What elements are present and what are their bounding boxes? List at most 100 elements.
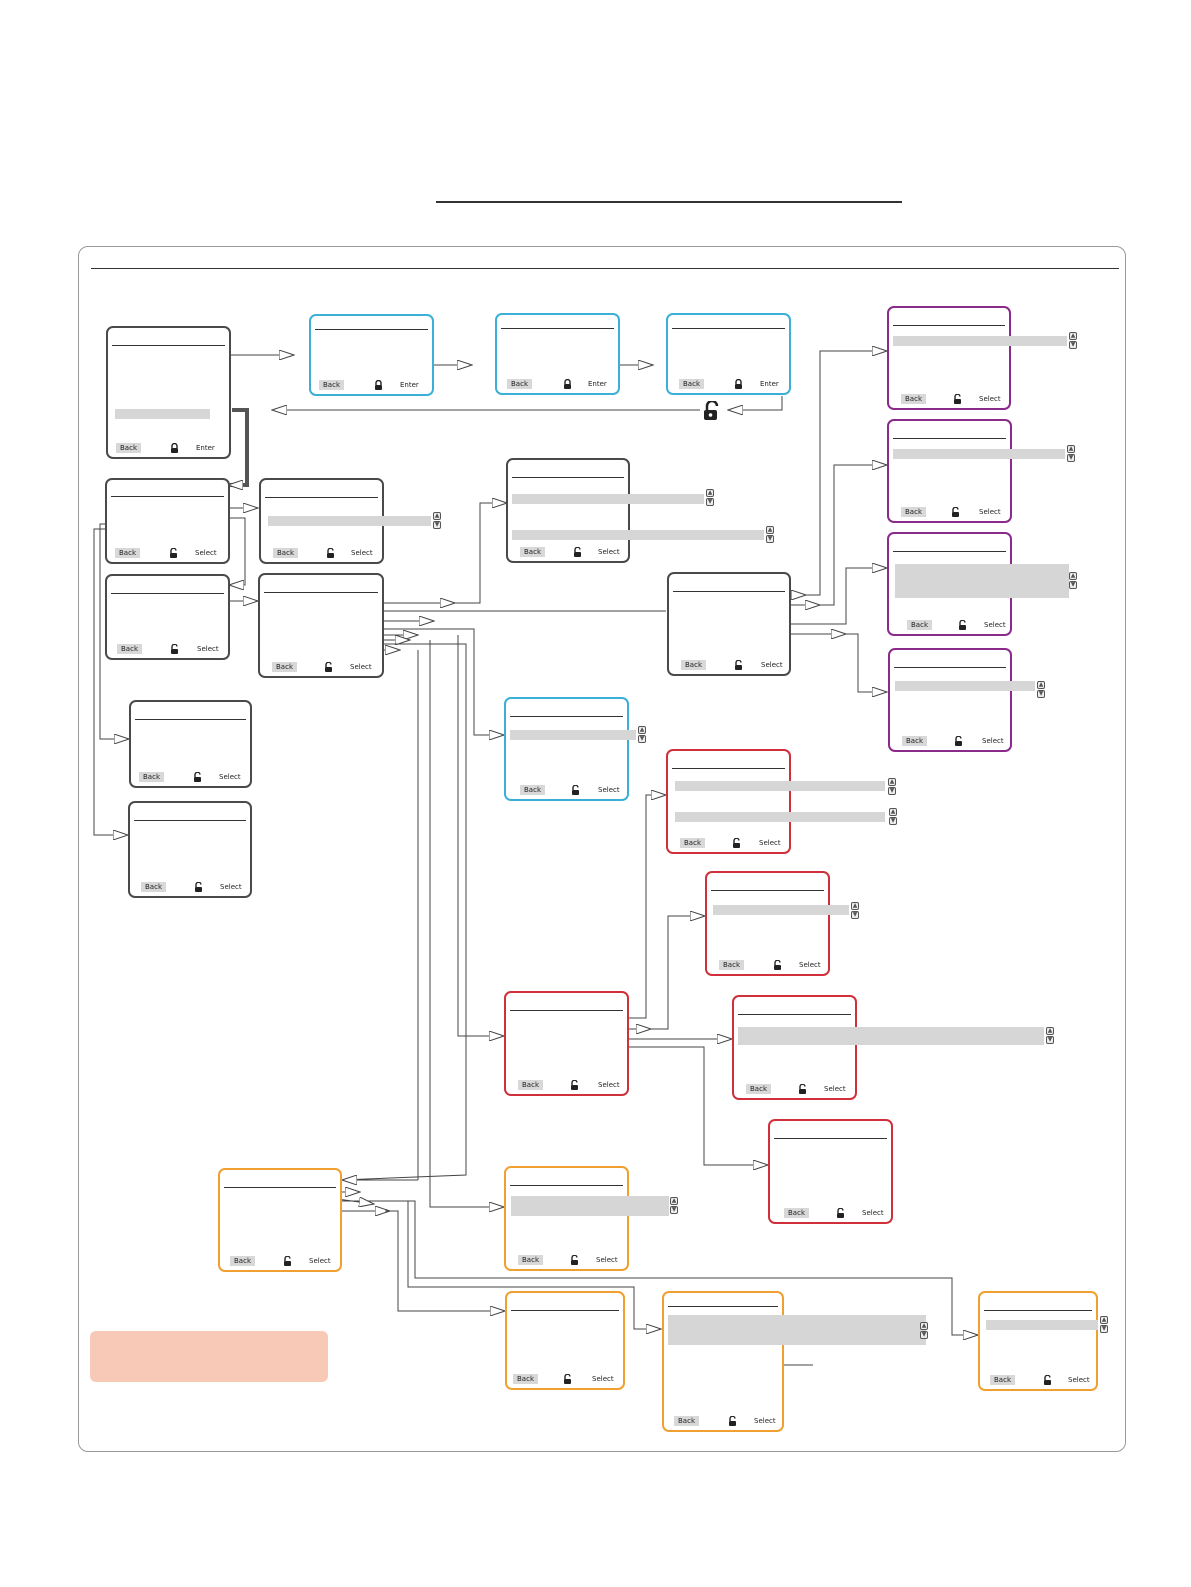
scroll-arrows-icon[interactable]: ▲▼ [670,1197,678,1214]
select-softkey[interactable]: Select [351,549,373,557]
screen-submenu-e[interactable]: ▲▼ ▲▼ Back Select [506,458,774,563]
enter-softkey[interactable]: Enter [760,380,779,388]
back-softkey[interactable]: Back [116,443,141,453]
back-softkey[interactable]: Back [746,1084,771,1094]
screen-purple-4[interactable]: ▲▼ Back Select [888,648,1045,752]
scroll-arrows-icon[interactable]: ▲▼ [1069,572,1077,589]
select-softkey[interactable]: Select [761,661,783,669]
screen-red-2[interactable]: ▲▼ Back Select [705,871,859,976]
select-softkey[interactable]: Select [219,773,241,781]
back-softkey[interactable]: Back [513,1374,538,1384]
select-softkey[interactable]: Select [862,1209,884,1217]
scroll-arrows-icon[interactable]: ▲▼ [766,526,774,543]
screen-orange-4[interactable]: ▲▼ Back Select [978,1291,1108,1391]
back-softkey[interactable]: Back [901,507,926,517]
back-softkey[interactable]: Back [679,379,704,389]
select-softkey[interactable]: Select [984,621,1006,629]
scroll-arrows-icon[interactable]: ▲▼ [920,1322,928,1339]
back-softkey[interactable]: Back [902,736,927,746]
lock-icon [564,379,571,389]
screen-settings-hub[interactable]: Back Select [258,573,384,678]
select-softkey[interactable]: Select [982,737,1004,745]
select-softkey[interactable]: Select [195,549,217,557]
back-softkey[interactable]: Back [273,548,298,558]
scroll-arrows-icon[interactable]: ▲▼ [888,778,896,795]
back-softkey[interactable]: Back [141,882,166,892]
back-softkey[interactable]: Back [907,620,932,630]
screen-login-2[interactable]: Back Enter [495,313,620,395]
back-softkey[interactable]: Back [319,380,344,390]
scroll-arrows-icon[interactable]: ▲▼ [433,512,441,529]
select-softkey[interactable]: Select [598,548,620,556]
select-softkey[interactable]: Select [309,1257,331,1265]
back-softkey[interactable]: Back [901,394,926,404]
lock-icon [735,379,742,389]
scroll-arrows-icon[interactable]: ▲▼ [1069,332,1077,349]
select-softkey[interactable]: Select [824,1085,846,1093]
screen-red-4[interactable]: Back Select [768,1119,893,1224]
enter-softkey[interactable]: Enter [588,380,607,388]
back-softkey[interactable]: Back [507,379,532,389]
scroll-arrows-icon[interactable]: ▲▼ [706,489,714,506]
enter-softkey[interactable]: Enter [400,381,419,389]
screen-submenu-a[interactable]: ▲▼ Back Select [259,478,441,564]
back-softkey[interactable]: Back [518,1080,543,1090]
scroll-arrows-icon[interactable]: ▲▼ [1037,681,1045,698]
back-softkey[interactable]: Back [520,785,545,795]
scroll-arrows-icon[interactable]: ▲▼ [1067,445,1075,462]
select-softkey[interactable]: Select [979,395,1001,403]
select-softkey[interactable]: Select [598,1081,620,1089]
select-softkey[interactable]: Select [197,645,219,653]
select-softkey[interactable]: Select [596,1256,618,1264]
screen-menu-list[interactable]: Back Select [105,478,230,564]
unlock-icon [952,507,959,517]
select-softkey[interactable]: Select [759,839,781,847]
screen-purple-3[interactable]: ▲▼ Back Select [887,532,1077,636]
back-softkey[interactable]: Back [719,960,744,970]
select-softkey[interactable]: Select [220,883,242,891]
screen-purple-1[interactable]: ▲▼ Back Select [887,306,1077,410]
screen-orange-2[interactable]: Back Select [505,1291,625,1390]
scroll-arrows-icon[interactable]: ▲▼ [1100,1316,1108,1333]
back-softkey[interactable]: Back [680,838,705,848]
unlock-icon [571,1080,578,1090]
select-softkey[interactable]: Select [350,663,372,671]
scroll-arrows-icon[interactable]: ▲▼ [889,808,897,825]
screen-login-3[interactable]: Back Enter [666,313,791,395]
screen-orange-hub[interactable]: Back Select [218,1168,342,1272]
screen-orange-1[interactable]: ▲▼ Back Select [504,1166,678,1271]
back-softkey[interactable]: Back [230,1256,255,1266]
select-softkey[interactable]: Select [799,961,821,969]
screen-login-1[interactable]: Back Enter [309,314,434,396]
back-softkey[interactable]: Back [272,662,297,672]
back-softkey[interactable]: Back [681,660,706,670]
enter-softkey[interactable]: Enter [196,444,215,452]
select-softkey[interactable]: Select [598,786,620,794]
scroll-arrows-icon[interactable]: ▲▼ [638,726,646,743]
scroll-arrows-icon[interactable]: ▲▼ [1046,1027,1054,1044]
screen-submenu-c[interactable]: Back Select [129,700,252,788]
screen-blue-setting[interactable]: ▲▼ Back Select [504,697,646,801]
back-softkey[interactable]: Back [117,644,142,654]
back-softkey[interactable]: Back [784,1208,809,1218]
back-softkey[interactable]: Back [990,1375,1015,1385]
screen-red-1[interactable]: ▲▼ ▲▼ Back Select [666,749,897,854]
back-softkey[interactable]: Back [115,548,140,558]
select-softkey[interactable]: Select [754,1417,776,1425]
back-softkey[interactable]: Back [518,1255,543,1265]
scroll-arrows-icon[interactable]: ▲▼ [851,902,859,919]
screen-orange-3[interactable]: ▲▼ Back Select [662,1291,928,1432]
screen-purple-2[interactable]: ▲▼ Back Select [887,419,1075,523]
back-softkey[interactable]: Back [139,772,164,782]
screen-network-hub[interactable]: Back Select [667,572,791,676]
back-softkey[interactable]: Back [520,547,545,557]
screen-submenu-b[interactable]: Back Select [105,574,230,660]
screen-submenu-d[interactable]: Back Select [128,801,252,898]
screen-main[interactable]: Back Enter [106,326,231,459]
select-softkey[interactable]: Select [592,1375,614,1383]
screen-red-hub[interactable]: Back Select [504,991,629,1096]
back-softkey[interactable]: Back [674,1416,699,1426]
select-softkey[interactable]: Select [1068,1376,1090,1384]
select-softkey[interactable]: Select [979,508,1001,516]
screen-red-3[interactable]: ▲▼ Back Select [732,995,1054,1100]
